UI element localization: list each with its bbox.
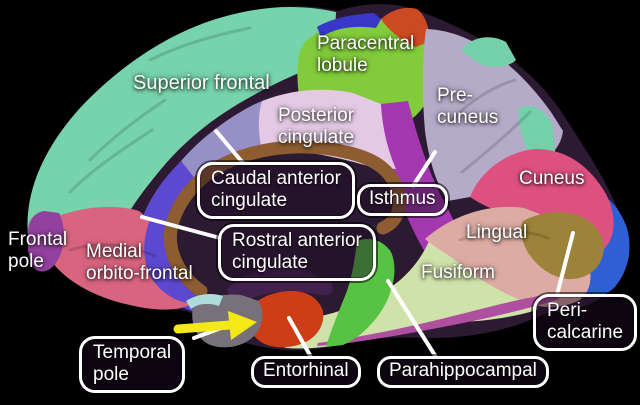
region-top-blue-patch: [317, 13, 381, 37]
pointer-isthmus: [411, 150, 437, 188]
label-paracentral-lobule: Paracentral lobule: [317, 33, 414, 77]
pointer-parahippocampal: [386, 279, 438, 359]
label-line: cingulate: [211, 189, 288, 211]
label-line: orbito-frontal: [86, 263, 193, 285]
callout-rostral-anterior-cingulate: Rostral anterior cingulate: [218, 224, 376, 282]
pointer-entorhinal: [287, 316, 313, 359]
label-line: Fusiform: [421, 262, 495, 283]
label-line: Frontal: [8, 229, 68, 250]
sulci-texture: [68, 26, 550, 258]
label-line: pole: [93, 363, 129, 385]
region-frontal-pole: [27, 211, 64, 272]
label-medial-orbito-frontal: Medial orbito-frontal: [86, 241, 193, 285]
region-parahippocampal: [326, 239, 395, 347]
pointer-peri-calcarine: [555, 231, 575, 297]
label-line: Medial: [86, 241, 142, 262]
yellow-arrow: [173, 311, 257, 340]
label-frontal-pole: Frontal pole: [8, 229, 67, 273]
callout-parahippocampal: Parahippocampal: [377, 356, 549, 388]
label-line: cingulate: [278, 127, 355, 149]
label-line: Lingual: [466, 222, 528, 243]
label-superior-frontal: Superior frontal: [133, 72, 270, 95]
label-cuneus: Cuneus: [519, 168, 585, 190]
region-medial-orbito-frontal: [45, 206, 194, 310]
label-precuneus: Pre- cuneus: [437, 85, 498, 129]
label-line: Caudal anterior: [211, 168, 341, 189]
pointer-lines: [140, 129, 575, 359]
callout-caudal-anterior-cingulate: Caudal anterior cingulate: [197, 162, 355, 220]
label-line: Posterior: [278, 105, 355, 126]
region-isthmus-cingulate: [380, 101, 460, 257]
region-medial-temporal-dark: [227, 266, 333, 300]
label-line: pole: [8, 251, 44, 273]
region-parietal-teal-patch-1: [461, 37, 516, 67]
label-line: Cuneus: [519, 168, 585, 189]
callout-isthmus: Isthmus: [357, 184, 448, 216]
label-lingual: Lingual: [466, 222, 527, 244]
label-line: cingulate: [232, 251, 309, 273]
label-line: Entorhinal: [263, 360, 349, 381]
label-fusiform: Fusiform: [421, 262, 495, 284]
region-entorhinal: [247, 291, 324, 348]
pointer-rostral-anterior-cingulate: [140, 215, 222, 240]
region-inferior-temporal-magenta: [317, 294, 560, 346]
label-line: Rostral anterior: [232, 230, 362, 251]
callout-peri-calcarine: Peri- calcarine: [533, 294, 638, 352]
label-line: Pre-: [437, 85, 473, 106]
label-line: Isthmus: [369, 188, 436, 209]
label-line: Superior frontal: [133, 72, 270, 94]
region-superior-frontal: [27, 6, 337, 236]
label-line: lobule: [317, 55, 368, 77]
label-line: Paracentral: [317, 33, 415, 54]
region-corpus-callosum: [163, 140, 406, 298]
region-rostral-anterior-cingulate: [139, 161, 206, 313]
label-line: Peri-: [547, 300, 588, 321]
region-subcallosal-cyan: [186, 293, 223, 309]
callout-temporal-pole: Temporal pole: [79, 336, 186, 394]
label-line: Temporal: [93, 342, 172, 363]
region-pericalcarine: [520, 212, 604, 280]
callout-entorhinal: Entorhinal: [251, 356, 361, 388]
label-line: Parahippocampal: [389, 360, 537, 381]
pointer-caudal-anterior-cingulate: [214, 129, 245, 165]
label-line: calcarine: [547, 321, 624, 343]
label-posterior-cingulate: Posterior cingulate: [278, 105, 354, 149]
region-top-red-patch: [381, 7, 430, 48]
label-line: cuneus: [437, 107, 499, 129]
